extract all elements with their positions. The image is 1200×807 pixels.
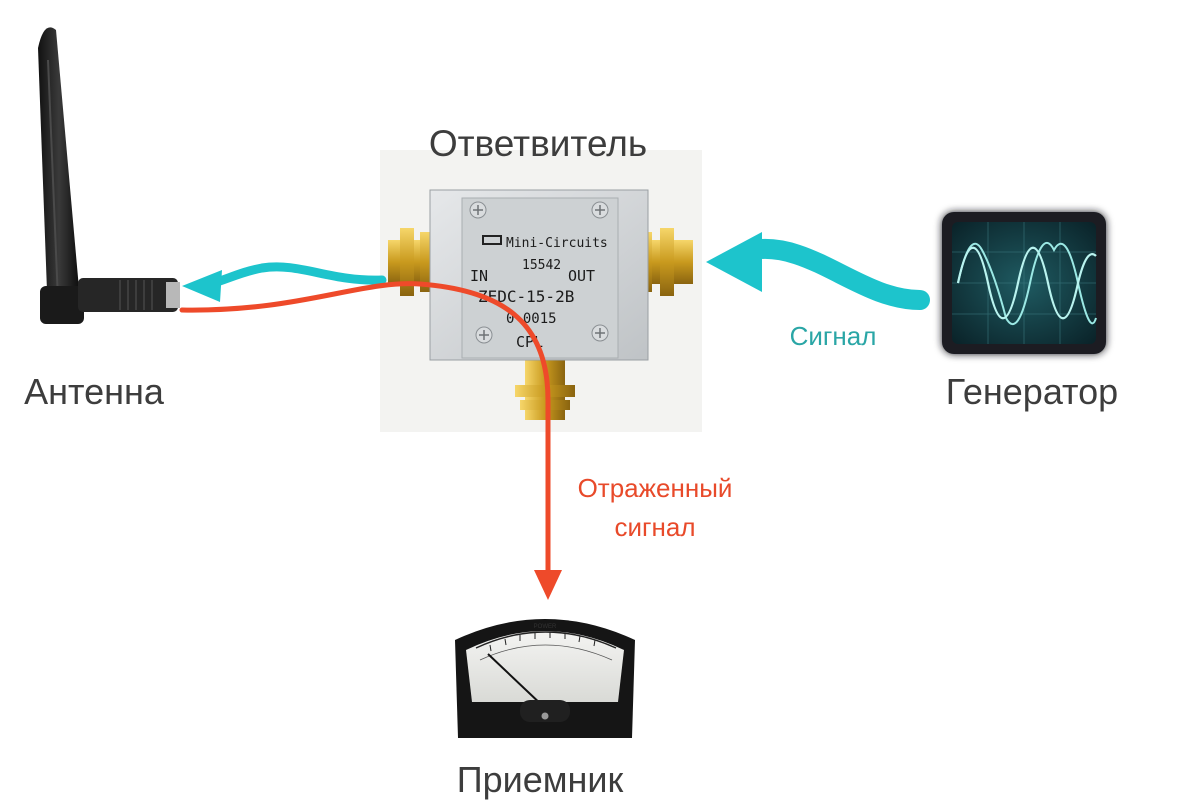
brand-text: Mini-Circuits (506, 236, 608, 251)
signal-label: Сигнал (790, 321, 877, 351)
serial-text: 15542 (522, 258, 561, 273)
signal-arrowhead-right (706, 232, 762, 292)
port-in-label: IN (470, 267, 488, 285)
reflected-arrowhead (534, 570, 562, 600)
labels: Ответвитель Антенна Генератор Приемник С… (24, 123, 1118, 800)
coupler-device: Mini-Circuits 15542 IN OUT ZEDC-15-2B 0 … (380, 150, 702, 432)
reflected-label-line1: Отраженный (578, 473, 733, 503)
signal-arrowhead-left (182, 270, 222, 302)
signal-path (182, 232, 930, 310)
receiver-device: POWER (455, 619, 635, 738)
generator-label: Генератор (946, 371, 1118, 412)
meter-title: POWER (534, 624, 557, 630)
generator-device (942, 212, 1106, 354)
antenna (38, 27, 180, 324)
coupler-label: Ответвитель (429, 123, 647, 164)
antenna-label: Антенна (24, 371, 165, 412)
port-out-label: OUT (568, 267, 595, 285)
reflected-path (179, 281, 562, 600)
reflected-label-line2: сигнал (615, 512, 696, 542)
receiver-label: Приемник (457, 759, 624, 800)
model-text: ZEDC-15-2B (478, 287, 574, 306)
